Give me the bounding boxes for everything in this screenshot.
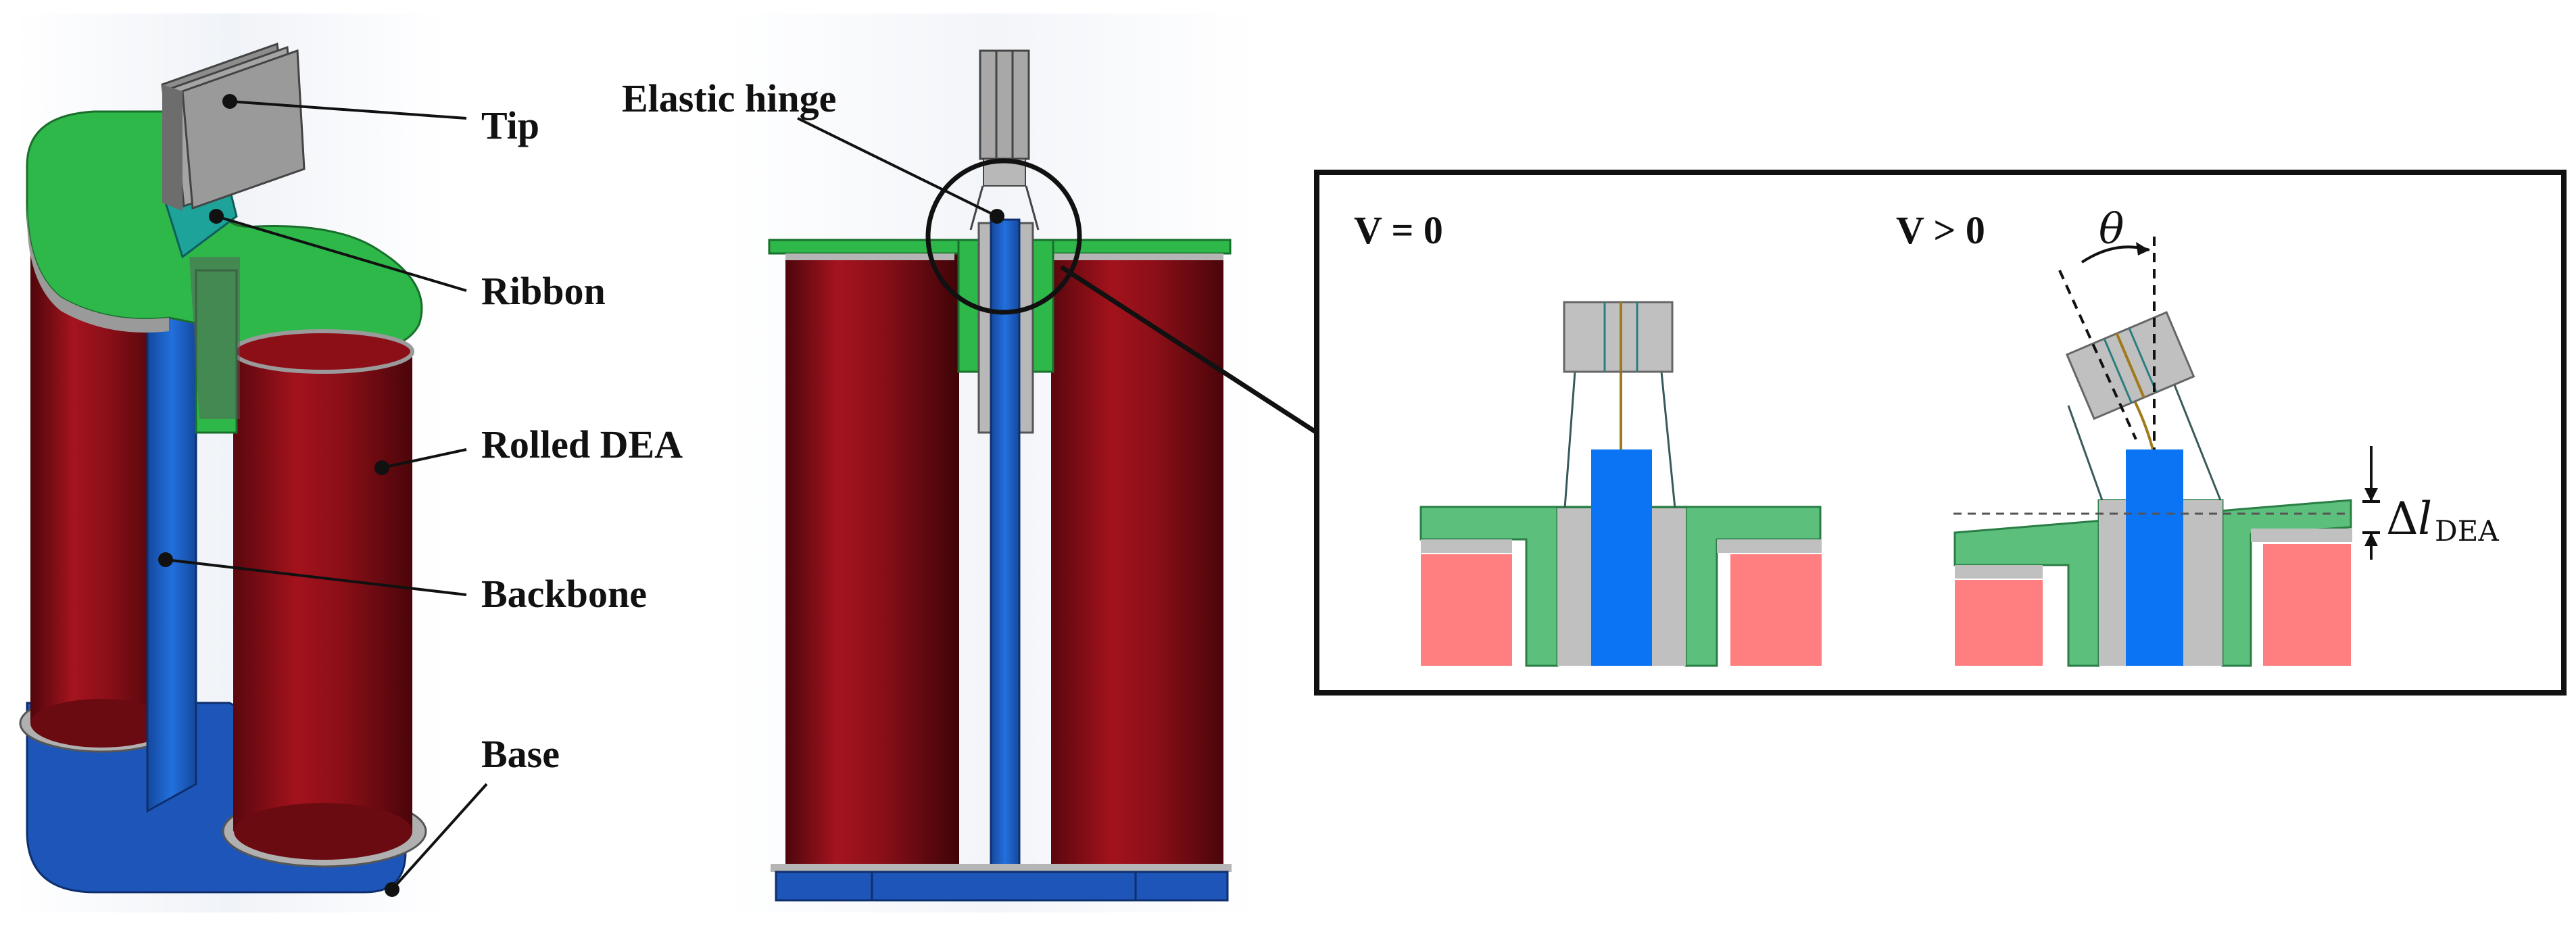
off-gray-right bbox=[1717, 539, 1822, 553]
ribbon-shadow bbox=[189, 257, 240, 419]
hinge-highlight-circle bbox=[925, 158, 1082, 315]
rolled-dea-marker bbox=[374, 460, 389, 475]
delta-symbol: Δ bbox=[2386, 493, 2419, 545]
backbone-marker bbox=[158, 552, 173, 567]
tilted-reference bbox=[2058, 270, 2137, 440]
on-gray-left bbox=[1955, 565, 2043, 579]
off-dea-right bbox=[1730, 554, 1822, 666]
off-backbone bbox=[1591, 449, 1652, 666]
tip-marker bbox=[222, 94, 237, 109]
on-dea-right bbox=[2263, 544, 2351, 666]
elastic-hinge-label: Elastic hinge bbox=[622, 76, 836, 120]
front-backbone bbox=[990, 218, 1021, 870]
elastic-hinge-marker bbox=[990, 209, 1004, 224]
delta-l-label: Δ l DEA bbox=[2386, 493, 2499, 547]
off-tip bbox=[1563, 301, 1674, 373]
theta-symbol: θ bbox=[2099, 204, 2124, 253]
callouts-left: Tip Ribbon Rolled DEA Backbone Base bbox=[158, 94, 683, 897]
front-base-ring bbox=[771, 864, 1232, 872]
front-dea-right bbox=[1051, 253, 1223, 865]
off-gray-left bbox=[1421, 539, 1512, 553]
state-off-label: V = 0 bbox=[1354, 208, 1443, 252]
tip-label: Tip bbox=[481, 103, 539, 147]
backbone-label: Backbone bbox=[481, 572, 647, 616]
state-on-label: V > 0 bbox=[1896, 208, 1985, 252]
zoom-connector bbox=[1060, 265, 1318, 435]
front-view bbox=[723, 14, 1257, 912]
delta-l-indicator bbox=[2362, 446, 2380, 560]
inset-panel: V = 0 V > 0 θ Δ l DEA bbox=[1314, 170, 2567, 696]
rolled-dea-label: Rolled DEA bbox=[481, 422, 683, 466]
tip-stack bbox=[161, 42, 306, 211]
callout-elastic-hinge: Elastic hinge bbox=[622, 76, 1004, 224]
front-top-plate-gray-left bbox=[785, 253, 954, 260]
schematic-off bbox=[1419, 301, 1822, 667]
on-dea-left bbox=[1955, 580, 2043, 666]
ribbon-label: Ribbon bbox=[481, 269, 606, 313]
rolled-dea-cylinder-right bbox=[233, 351, 412, 831]
top-frame-edge bbox=[27, 203, 169, 333]
schematic-on bbox=[1953, 237, 2380, 667]
on-tip bbox=[2065, 311, 2195, 420]
on-backbone bbox=[2126, 449, 2183, 666]
length-symbol: l bbox=[2418, 493, 2432, 545]
rolled-dea-top-right bbox=[232, 329, 414, 374]
rolled-dea-bottom-right bbox=[234, 803, 412, 860]
front-dea-left bbox=[785, 253, 959, 865]
front-tip bbox=[979, 49, 1030, 160]
base-label: Base bbox=[481, 732, 560, 776]
front-top-plate-gray-right bbox=[1051, 253, 1223, 260]
theta-arrowhead bbox=[2136, 242, 2149, 255]
rolled-dea-bottom-left bbox=[30, 699, 172, 748]
length-subscript: DEA bbox=[2435, 514, 2499, 547]
isometric-view bbox=[14, 14, 446, 912]
on-gray-right bbox=[2251, 529, 2352, 542]
ribbon-marker bbox=[209, 209, 224, 224]
off-dea-left bbox=[1421, 554, 1512, 666]
inset-frame bbox=[1314, 170, 2567, 696]
front-base bbox=[775, 871, 1229, 902]
base-marker bbox=[385, 882, 399, 897]
